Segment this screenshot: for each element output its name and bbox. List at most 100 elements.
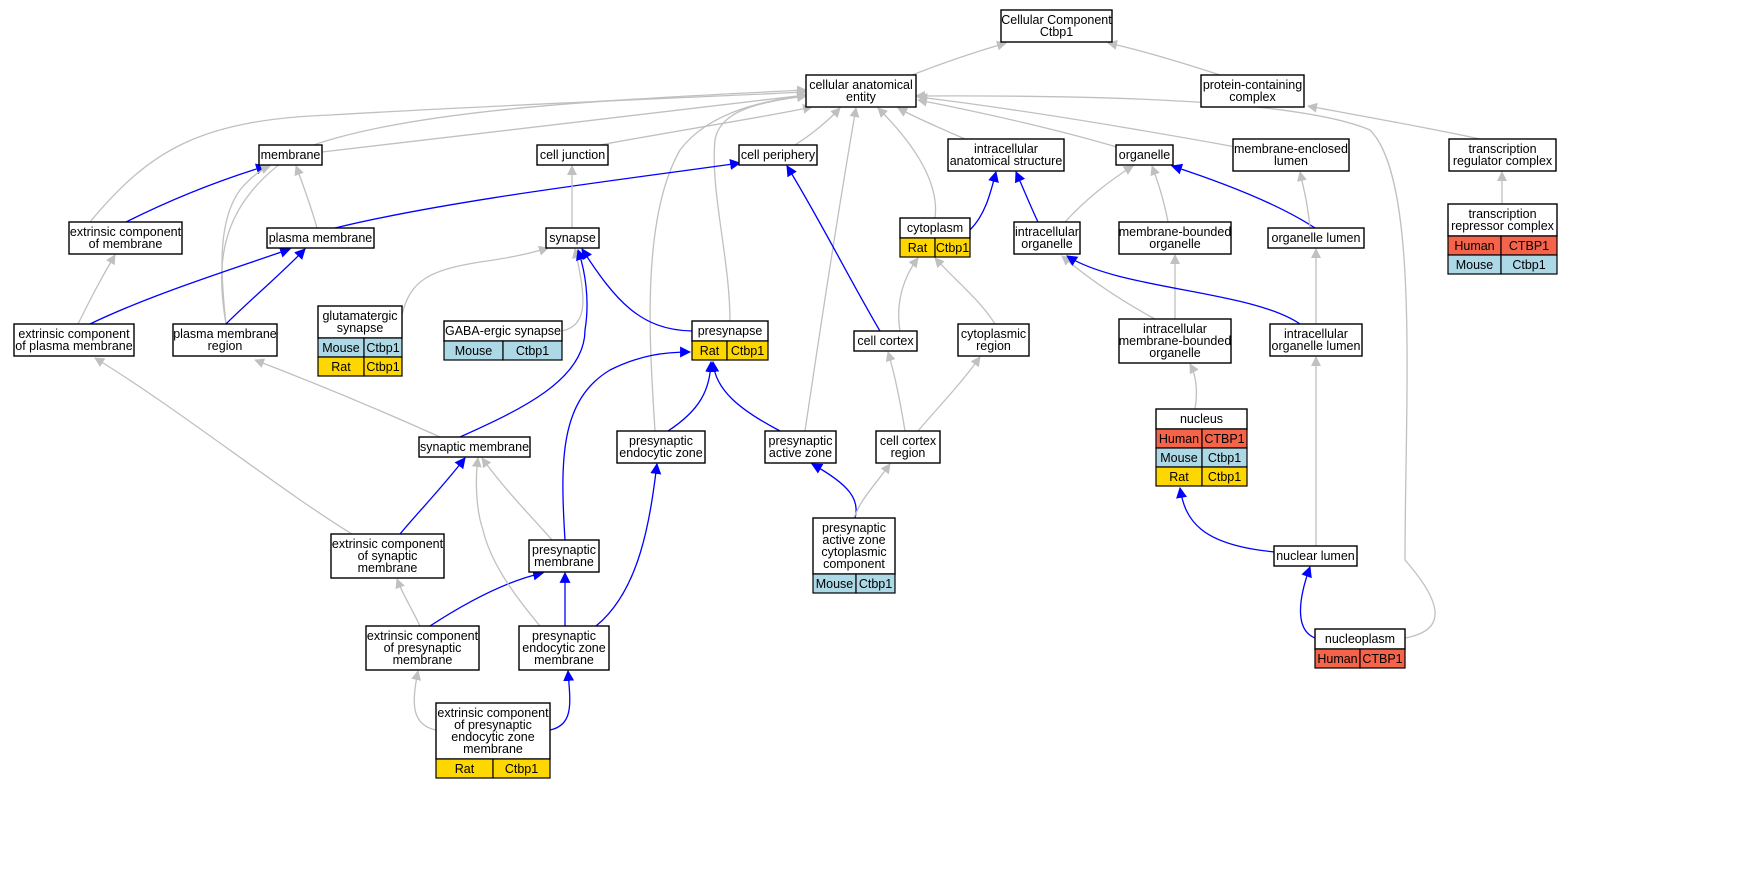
- edge-mbo-to-organelle: [1150, 165, 1169, 223]
- edge-ias-to-cae: [897, 107, 966, 140]
- species-name: Human: [1454, 239, 1494, 253]
- species-name: Mouse: [1456, 258, 1494, 272]
- node-label-line: organelle: [1021, 237, 1072, 251]
- node-box: [1118, 221, 1232, 255]
- edge-ecpsm-to-psm: [429, 569, 545, 627]
- node-label-line: active zone: [769, 446, 832, 460]
- node-label-line: lumen: [1274, 154, 1308, 168]
- species-name: Rat: [455, 762, 475, 776]
- node-ol[interactable]: organelle lumen: [1267, 227, 1365, 249]
- node-box: [435, 702, 551, 760]
- node-synmem[interactable]: synaptic membrane: [418, 436, 531, 458]
- edge-pcc-to-cc: [1107, 40, 1221, 76]
- edge-ccr-to-cellcortex: [885, 351, 906, 432]
- edge-ecsm-to-synmem: [399, 457, 466, 535]
- edge-presynapse-to-synapse: [581, 248, 693, 332]
- node-label-line: organelle: [1119, 148, 1170, 162]
- node-box: [68, 221, 183, 255]
- node-label-line: membrane: [393, 653, 453, 667]
- node-label-line: membrane-bounded: [1119, 334, 1232, 348]
- node-nl[interactable]: nuclear lumen: [1273, 545, 1358, 567]
- edge-cytoplasm-to-ias: [969, 170, 999, 231]
- gene-symbol: Ctbp1: [731, 344, 764, 358]
- edge-paz-to-cae: [804, 107, 860, 432]
- node-label-line: nucleoplasm: [1325, 632, 1395, 646]
- node-label-line: membrane: [534, 653, 594, 667]
- node-label-line: presynaptic: [769, 434, 833, 448]
- species-name: Human: [1317, 652, 1357, 666]
- edges-layer: [77, 40, 1507, 731]
- node-label-line: cell periphery: [741, 148, 816, 162]
- species-name: Rat: [700, 344, 720, 358]
- edge-pez-to-cae: [649, 91, 807, 432]
- node-cellperiphery[interactable]: cell periphery: [738, 144, 818, 166]
- node-synapse[interactable]: synapse: [545, 227, 600, 249]
- edge-ecpm-to-ecm: [77, 254, 116, 325]
- edge-ecpezm-to-ecpsm: [411, 670, 437, 731]
- node-label-line: extrinsic component: [18, 327, 130, 341]
- edge-io-to-ias: [1014, 170, 1039, 223]
- edge-cytregion-to-cytoplasm: [934, 257, 996, 325]
- node-label-line: plasma membrane: [269, 231, 373, 245]
- node-label-line: entity: [846, 90, 877, 104]
- edge-pez-to-presynapse: [667, 360, 717, 432]
- gene-symbol: Ctbp1: [505, 762, 538, 776]
- node-pm[interactable]: plasma membrane: [266, 227, 375, 249]
- gene-symbol: Ctbp1: [366, 360, 399, 374]
- edge-synmem-to-pmr: [254, 358, 441, 438]
- node-label-line: organelle lumen: [1272, 339, 1361, 353]
- node-membrane[interactable]: membrane: [258, 144, 323, 166]
- edge-psm-to-presynapse: [562, 346, 692, 541]
- edge-ecpsm-to-ecsm: [395, 578, 421, 627]
- species-name: Mouse: [455, 344, 493, 358]
- species-name: Human: [1159, 432, 1199, 446]
- node-organelle[interactable]: organelle: [1115, 144, 1174, 166]
- node-label-line: intracellular: [974, 142, 1038, 156]
- node-label-line: presynaptic: [532, 543, 596, 557]
- node-celljunction[interactable]: cell junction: [536, 144, 609, 166]
- edge-pazcc-to-ccr: [853, 463, 891, 519]
- node-box: [1013, 221, 1081, 255]
- node-label-line: plasma membrane: [173, 327, 277, 341]
- node-box: [947, 138, 1065, 172]
- edge-cellcortex-to-cellperiphery: [786, 165, 881, 332]
- edge-pm-to-cellperiphery: [334, 158, 742, 229]
- node-label-line: organelle lumen: [1272, 231, 1361, 245]
- node-box: [1447, 203, 1558, 237]
- node-cellcortex[interactable]: cell cortex: [853, 330, 918, 352]
- edge-pmr-to-pm: [225, 248, 306, 325]
